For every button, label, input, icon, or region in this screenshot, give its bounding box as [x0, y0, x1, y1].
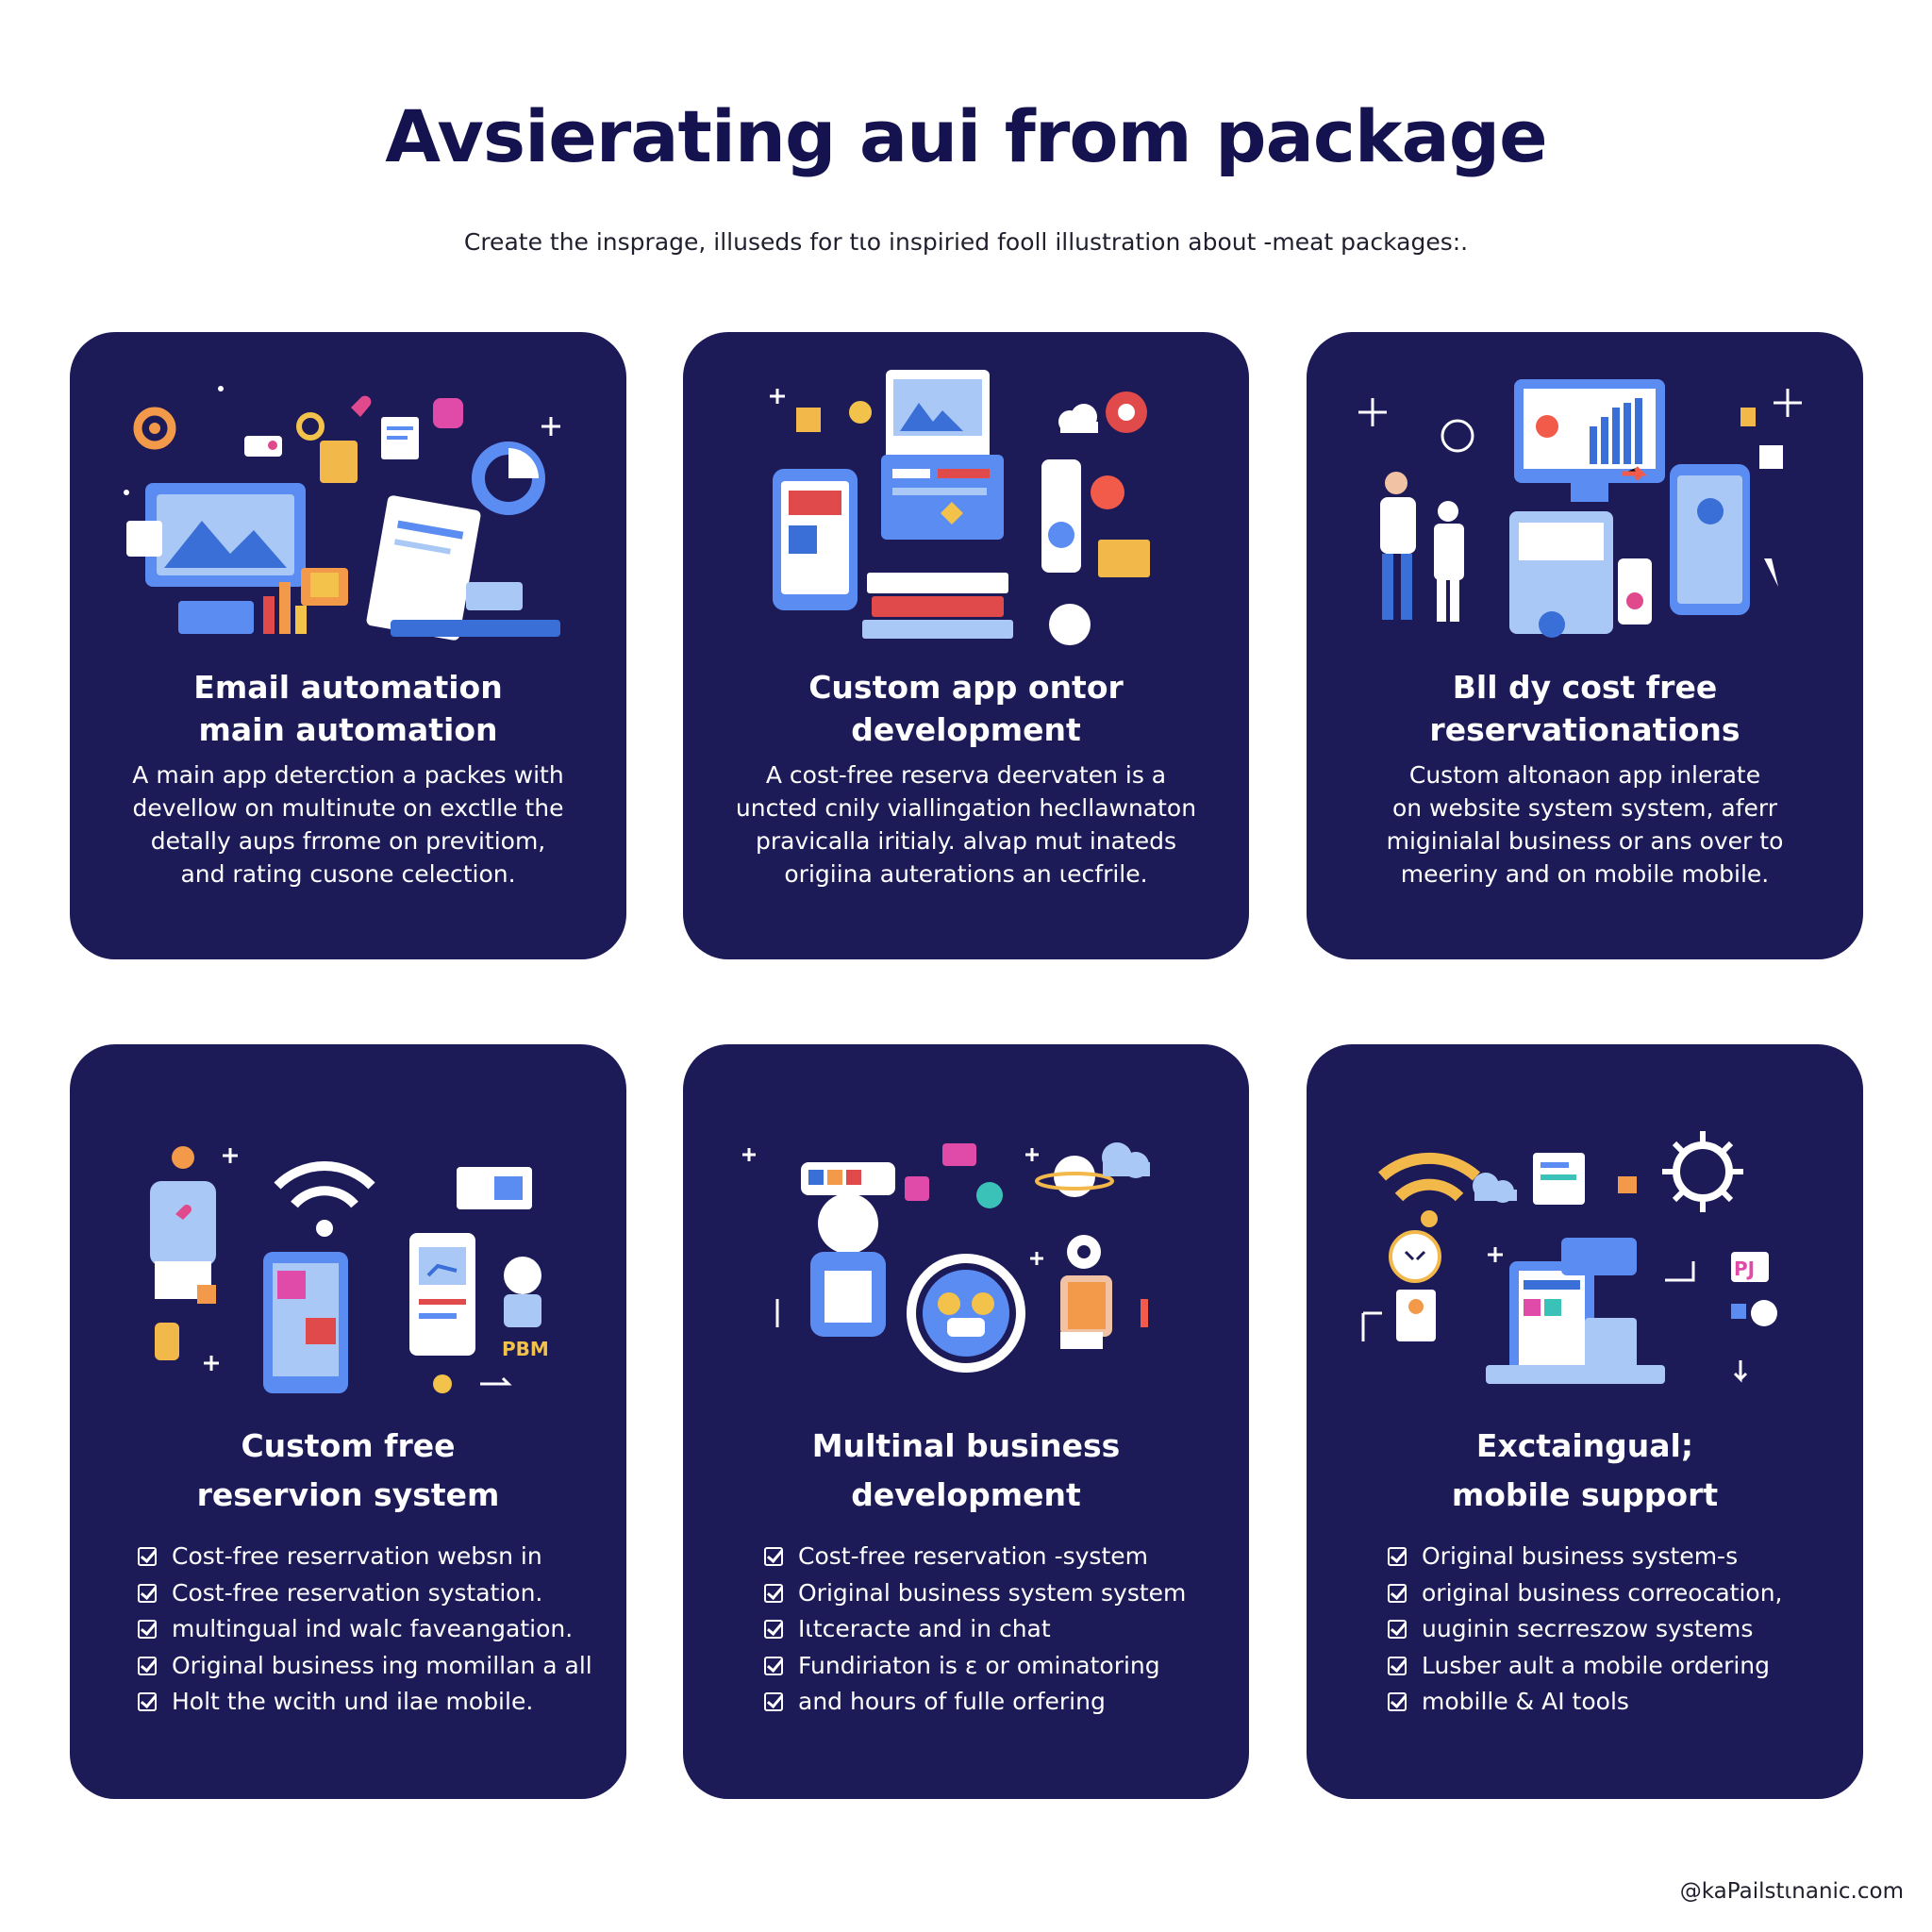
list-item: Original business system system [764, 1575, 1221, 1612]
list-item: Cost-free reserrvation websn in [138, 1539, 598, 1575]
list-item: Fundiriaton is ε or ominatoring [764, 1648, 1221, 1685]
mobile-support-illustration: PJ [1344, 1129, 1825, 1412]
feature-list: Cost-free reservation -system Original b… [764, 1539, 1221, 1721]
gear-icon [296, 412, 325, 441]
check-icon [1388, 1547, 1407, 1567]
planet-icon [1035, 1156, 1114, 1197]
chart-icon [472, 441, 545, 515]
wifi-icon [274, 1160, 375, 1237]
check-icon [764, 1547, 783, 1567]
check-icon [1388, 1583, 1407, 1603]
robot-icon [504, 1257, 541, 1327]
page-subtitle: Create the insprage, illuseds for tιo in… [463, 228, 1469, 256]
check-icon [764, 1583, 783, 1603]
list-item: multingual ind walc faveangation. [138, 1611, 598, 1648]
card-description: A cost-free reserva deervaten is a uncte… [735, 761, 1197, 888]
card-title: Exctaingual; mobile support [1451, 1427, 1719, 1513]
card-title: Email automation main automation [193, 669, 503, 748]
card-description: A main app deterction a packes with deve… [132, 761, 564, 888]
page-title: Avsierating aui from package [385, 94, 1547, 178]
check-icon [138, 1692, 157, 1712]
reservations-illustration [1344, 370, 1825, 653]
sun-icon [1662, 1131, 1743, 1212]
list-item: Lusber ault a mobile ordering [1388, 1648, 1835, 1685]
cloud-icon [1473, 1173, 1517, 1203]
package-card-multinal-business[interactable]: Multinal business development Cost-free … [683, 1044, 1249, 1799]
cloud-icon [1102, 1142, 1150, 1178]
check-icon [1388, 1692, 1407, 1712]
check-icon [764, 1692, 783, 1712]
footer-credit[interactable]: @kaPailstιnanic.com [1679, 1879, 1904, 1904]
check-icon [764, 1656, 783, 1675]
email-automation-illustration [108, 370, 589, 653]
business-development-illustration [721, 1129, 1211, 1412]
custom-app-illustration [721, 370, 1211, 653]
package-card-custom-app[interactable]: Custom app ontor development A cost-free… [683, 332, 1249, 959]
check-icon [138, 1583, 157, 1603]
wifi-icon [1378, 1152, 1480, 1227]
check-icon [138, 1547, 157, 1567]
package-card-mobile-support[interactable]: PJ Exctaingual; mobile support Original … [1307, 1044, 1863, 1799]
feature-list: Cost-free reserrvation websn in Cost-fre… [138, 1539, 598, 1721]
clock-icon [1389, 1230, 1441, 1283]
cloud-icon [1058, 404, 1098, 433]
list-item: Cost-free reservation -system [764, 1539, 1221, 1575]
check-icon [764, 1620, 783, 1640]
heart-icon [351, 395, 372, 417]
check-icon [138, 1656, 157, 1675]
list-item: Cost-free reservation systation. [138, 1575, 598, 1612]
person-illustration [1434, 501, 1464, 622]
list-item: and hours of fulle orfering [764, 1684, 1221, 1721]
reservation-system-illustration: PBM [108, 1129, 589, 1412]
card-title: Custom free reservion system [196, 1427, 500, 1513]
list-item: mobille & AI tools [1388, 1684, 1835, 1721]
package-card-reservation-system[interactable]: PBM Custom free reservion system Cost-fr… [70, 1044, 626, 1799]
check-icon [1388, 1620, 1407, 1640]
gear-icon [133, 407, 176, 450]
list-item: uuginin secrreszow systems [1388, 1611, 1835, 1648]
feature-list: Original business system-s original busi… [1388, 1539, 1835, 1721]
package-card-email-automation[interactable]: Email automation main automation A main … [70, 332, 626, 959]
check-icon [138, 1620, 157, 1640]
card-description: Custom altonaon app inlerate on website … [1386, 761, 1784, 888]
check-icon [1388, 1656, 1407, 1675]
card-title: Bll dy cost free reservationations [1429, 669, 1740, 748]
list-item: Original business ing momillan a all [138, 1648, 598, 1685]
pbm-logo: PBM [502, 1338, 549, 1360]
card-title: Custom app ontor development [808, 669, 1124, 748]
pj-badge: PJ [1734, 1257, 1755, 1280]
monitor-icon [1514, 379, 1665, 502]
person-illustration [1380, 472, 1416, 620]
list-item: Original business system-s [1388, 1539, 1835, 1575]
package-card-cost-free-reservations[interactable]: Bll dy cost free reservationations Custo… [1307, 332, 1863, 959]
list-item: original business correocation, [1388, 1575, 1835, 1612]
list-item: Iιtceracte and in chat [764, 1611, 1221, 1648]
card-title: Multinal business development [811, 1427, 1121, 1513]
phone-icon [1041, 459, 1081, 573]
list-item: Holt the wcith und ilae mobile. [138, 1684, 598, 1721]
robot-icon [150, 1146, 216, 1299]
